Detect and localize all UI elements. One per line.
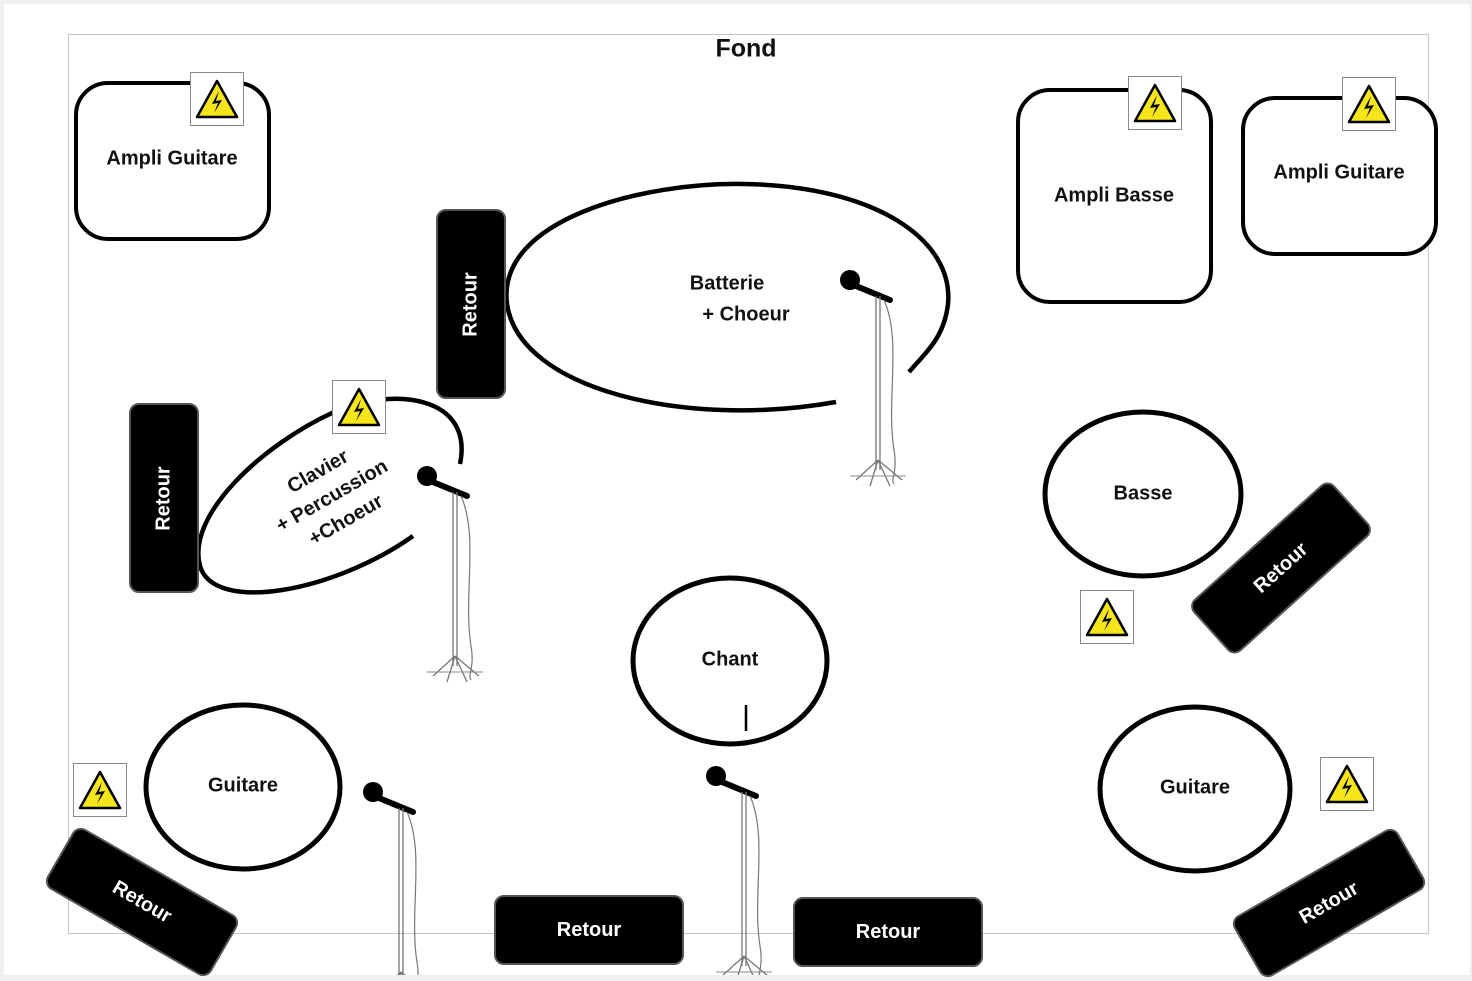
drums-area	[504, 181, 951, 413]
guitar-left-area-outline	[143, 702, 343, 872]
monitor-front-right: Retour	[793, 897, 983, 967]
bass-area-outline	[1042, 409, 1244, 579]
monitor-drums: Retour	[436, 209, 506, 399]
monitor-front-left: Retour	[494, 895, 684, 965]
microphone-stand-icon	[840, 270, 906, 486]
high-voltage-warning-icon	[1080, 590, 1134, 644]
monitor-front-right-label: Retour	[855, 920, 921, 943]
monitor-keys-label: Retour	[152, 465, 175, 531]
high-voltage-warning-icon	[190, 72, 244, 126]
guitar-amp-right-label: Ampli Guitare	[1273, 161, 1405, 184]
bass-amp-label: Ampli Basse	[1053, 184, 1175, 207]
stage-outline	[68, 34, 1429, 934]
high-voltage-warning-icon	[332, 380, 386, 434]
guitar-amp-left-label: Ampli Guitare	[106, 147, 238, 170]
stage-drawing	[143, 181, 1293, 975]
guitar-right-area-outline	[1097, 704, 1293, 874]
page-title: Fond	[715, 34, 777, 63]
vocal-label: Chant	[701, 648, 759, 671]
guitar-right-label: Guitare	[1159, 776, 1231, 799]
microphone-stand-icon	[706, 766, 772, 975]
monitor-drums-label: Retour	[459, 271, 482, 337]
guitar-left-label: Guitare	[207, 774, 279, 797]
drums-label-line2: + Choeur	[702, 303, 790, 326]
monitor-bass-label: Retour	[1249, 537, 1312, 598]
guitar-amp-right	[1241, 96, 1438, 256]
monitor-guitar-left-label: Retour	[108, 875, 176, 928]
stage-plot: Fond Ampli Guitare Ampli Basse Ampli Gui…	[4, 4, 1470, 981]
keys-area	[196, 396, 464, 595]
monitor-guitar-right-label: Retour	[1295, 876, 1363, 929]
microphone-stand-icon	[417, 466, 483, 682]
bass-label: Basse	[1113, 482, 1173, 505]
vocal-area-outline	[630, 575, 830, 747]
monitor-front-left-label: Retour	[556, 918, 622, 941]
microphone-stand-icon	[363, 782, 429, 975]
high-voltage-warning-icon	[73, 763, 127, 817]
high-voltage-warning-icon	[1128, 76, 1182, 130]
monitor-keys: Retour	[129, 403, 199, 593]
high-voltage-warning-icon	[1320, 757, 1374, 811]
drums-label-line1: Batterie	[689, 272, 765, 295]
high-voltage-warning-icon	[1342, 77, 1396, 131]
